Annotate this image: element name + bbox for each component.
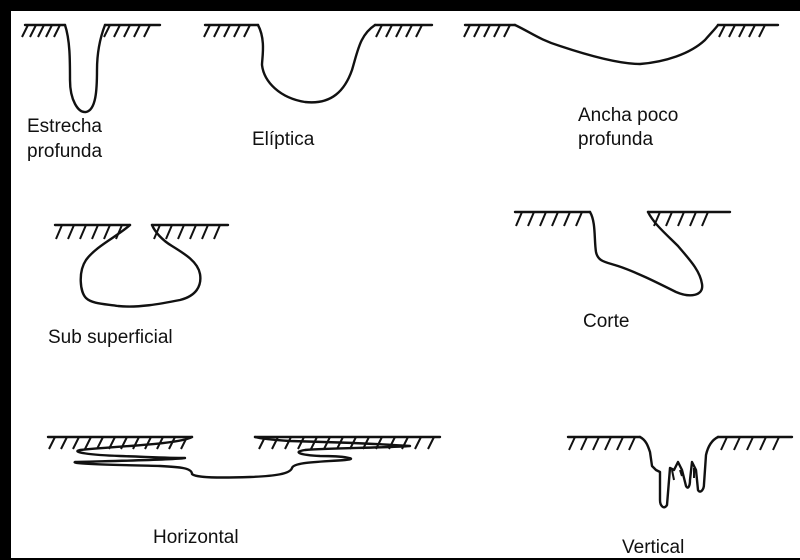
shape-corte: [515, 212, 730, 295]
label-corte: Corte: [583, 310, 629, 334]
shape-eliptica: [204, 25, 432, 102]
label-estrecha-line2: profunda: [27, 140, 102, 164]
shape-horizontal: [48, 437, 440, 478]
label-sub-superficial: Sub superficial: [48, 326, 173, 350]
label-ancha-line1: Ancha poco: [578, 104, 678, 128]
label-ancha-line2: profunda: [578, 128, 653, 152]
label-estrecha-line1: Estrecha: [27, 115, 102, 139]
shape-estrecha-profunda: [22, 25, 160, 112]
label-eliptica: Elíptica: [252, 128, 314, 152]
label-vertical: Vertical: [622, 536, 684, 560]
shape-vertical: [568, 437, 792, 507]
shape-ancha-poco-profunda: [464, 25, 778, 64]
label-horizontal: Horizontal: [153, 526, 239, 550]
shape-sub-superficial: [55, 225, 228, 307]
